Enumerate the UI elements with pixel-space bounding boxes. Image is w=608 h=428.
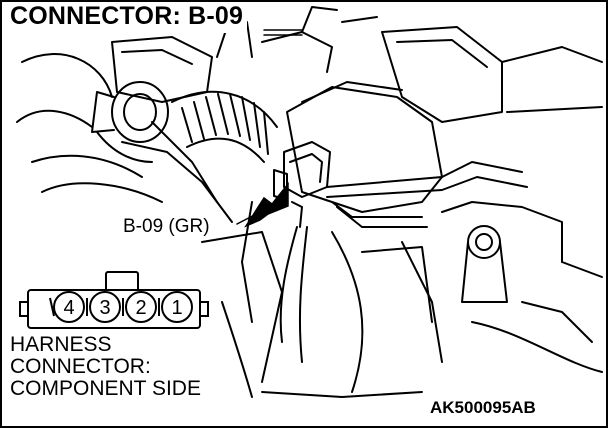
caption-line-1: HARNESS — [10, 333, 112, 356]
connector-caption: HARNESS CONNECTOR: COMPONENT SIDE — [10, 332, 207, 402]
arrow-icon — [244, 181, 289, 228]
connector-pinout — [19, 271, 209, 329]
pin-3-label: 3 — [99, 297, 110, 319]
caption-line-2: CONNECTOR: — [10, 355, 151, 378]
figure-code: AK500095AB — [430, 398, 536, 417]
pin-2-label: 2 — [135, 297, 146, 319]
page-title: CONNECTOR: B-09 — [10, 2, 248, 33]
caption-line-3: COMPONENT SIDE — [10, 377, 201, 400]
connector-callout-label: B-09 (GR) — [120, 216, 213, 238]
pin-4-label: 4 — [63, 297, 74, 319]
pin-1-label: 1 — [171, 297, 182, 319]
